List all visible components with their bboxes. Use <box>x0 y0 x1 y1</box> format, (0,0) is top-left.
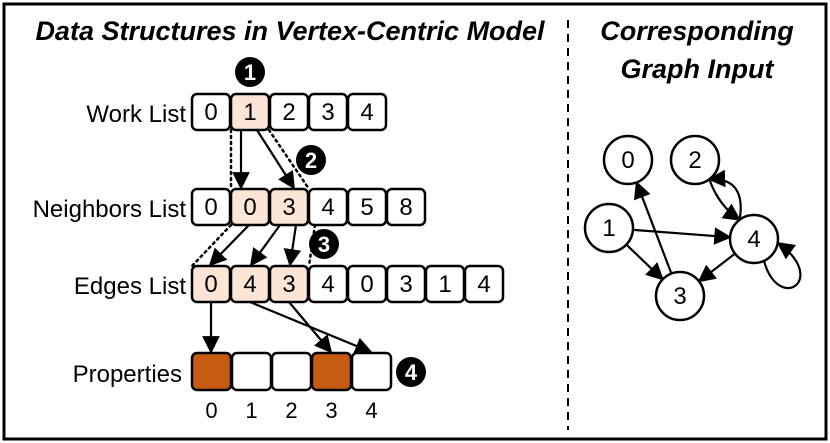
pointer-arrow <box>249 224 281 267</box>
edges-list-cell: 4 <box>307 264 349 304</box>
properties-cell <box>190 351 233 392</box>
cell-value: 4 <box>360 99 373 126</box>
neighbors-list-cell: 0 <box>190 187 232 227</box>
cell-value: 4 <box>243 271 256 298</box>
graph-edge <box>634 180 673 274</box>
step-number: 3 <box>318 232 330 257</box>
step-badge: 2 <box>296 145 326 175</box>
connector-arrows <box>190 128 373 355</box>
work-list-cell: 1 <box>229 92 271 132</box>
work-list-cell: 4 <box>346 92 388 132</box>
graph-node-label: 1 <box>602 215 615 242</box>
neighbors-list-label: Neighbors List <box>33 196 187 223</box>
step-number: 1 <box>244 60 256 85</box>
edges-list-cell: 3 <box>268 264 310 304</box>
cell-value: 0 <box>360 271 373 298</box>
right-section-title-line1: Corresponding <box>600 16 794 46</box>
pointer-arrow <box>288 301 333 354</box>
properties-label: Properties <box>73 361 182 388</box>
cell-value: 3 <box>321 99 334 126</box>
pointer-arrow <box>256 129 295 190</box>
cell-value: 2 <box>282 99 295 126</box>
graph-node-label: 0 <box>621 147 634 174</box>
edges-list-cell: 4 <box>463 264 505 304</box>
edges-list-cell: 3 <box>385 264 427 304</box>
range-dotted-line <box>267 128 311 191</box>
graph-node-label: 3 <box>673 283 686 310</box>
edges-list-cell: 0 <box>346 264 388 304</box>
work-list-cell: 2 <box>268 92 310 132</box>
properties-cell <box>310 351 353 392</box>
property-index-label: 0 <box>205 398 217 423</box>
properties-cell <box>350 351 393 392</box>
graph-node-label: 4 <box>747 226 760 253</box>
graph-input: 0 1 2 3 4 <box>583 134 802 322</box>
neighbors-list-cell: 5 <box>346 187 388 227</box>
graph-node: 3 <box>654 270 706 322</box>
edges-list-cell: 4 <box>229 264 271 304</box>
neighbors-list-cell: 8 <box>385 187 427 227</box>
cell-value: 3 <box>399 271 412 298</box>
cell-value: 0 <box>204 99 217 126</box>
property-index-label: 2 <box>285 398 297 423</box>
right-section-title-line2: Graph Input <box>621 54 775 84</box>
cell-value: 0 <box>204 271 217 298</box>
cell-value: 1 <box>438 271 451 298</box>
cell-value: 4 <box>321 194 334 221</box>
graph-node: 2 <box>669 134 721 186</box>
neighbors-list-cell: 0 <box>229 187 271 227</box>
graph-edge <box>707 169 742 220</box>
cell-value: 0 <box>204 194 217 221</box>
work-list-cell: 0 <box>190 92 232 132</box>
cell-value: 3 <box>282 194 295 221</box>
graph-edge <box>762 241 802 290</box>
step-badge: 3 <box>309 229 339 259</box>
property-index-label: 3 <box>325 398 337 423</box>
graph-node: 4 <box>728 213 780 265</box>
properties-cell <box>230 351 273 392</box>
cell-value: 3 <box>282 271 295 298</box>
graph-node-label: 2 <box>688 147 701 174</box>
cell-value: 1 <box>243 99 256 126</box>
edges-list-cell: 0 <box>190 264 232 304</box>
step-number: 4 <box>405 360 418 385</box>
cell-value: 0 <box>243 194 256 221</box>
cell-value: 8 <box>399 194 412 221</box>
property-index-label: 1 <box>245 398 257 423</box>
work-list-cell: 3 <box>307 92 349 132</box>
range-dotted-line <box>190 223 233 268</box>
neighbors-list-cell: 3 <box>268 187 310 227</box>
graph-edge <box>625 243 664 281</box>
graph-edge <box>697 252 736 283</box>
property-index-label: 4 <box>365 398 377 423</box>
edges-list-label: Edges List <box>74 273 186 300</box>
graph-node: 1 <box>583 202 635 254</box>
cell-value: 5 <box>360 194 373 221</box>
left-section-title: Data Structures in Vertex-Centric Model <box>35 16 545 46</box>
properties-cell <box>270 351 313 392</box>
cell-value: 4 <box>321 271 334 298</box>
pointer-arrow <box>283 224 302 267</box>
edges-list-cell: 1 <box>424 264 466 304</box>
step-number: 2 <box>305 148 317 173</box>
graph-edge <box>632 227 732 245</box>
work-list-label: Work List <box>86 101 186 128</box>
step-badge: 4 <box>396 357 426 387</box>
step-badge: 1 <box>235 57 265 87</box>
graph-node: 0 <box>602 134 654 186</box>
cell-value: 4 <box>477 271 490 298</box>
pointer-arrow <box>208 224 250 267</box>
neighbors-list-cell: 4 <box>307 187 349 227</box>
